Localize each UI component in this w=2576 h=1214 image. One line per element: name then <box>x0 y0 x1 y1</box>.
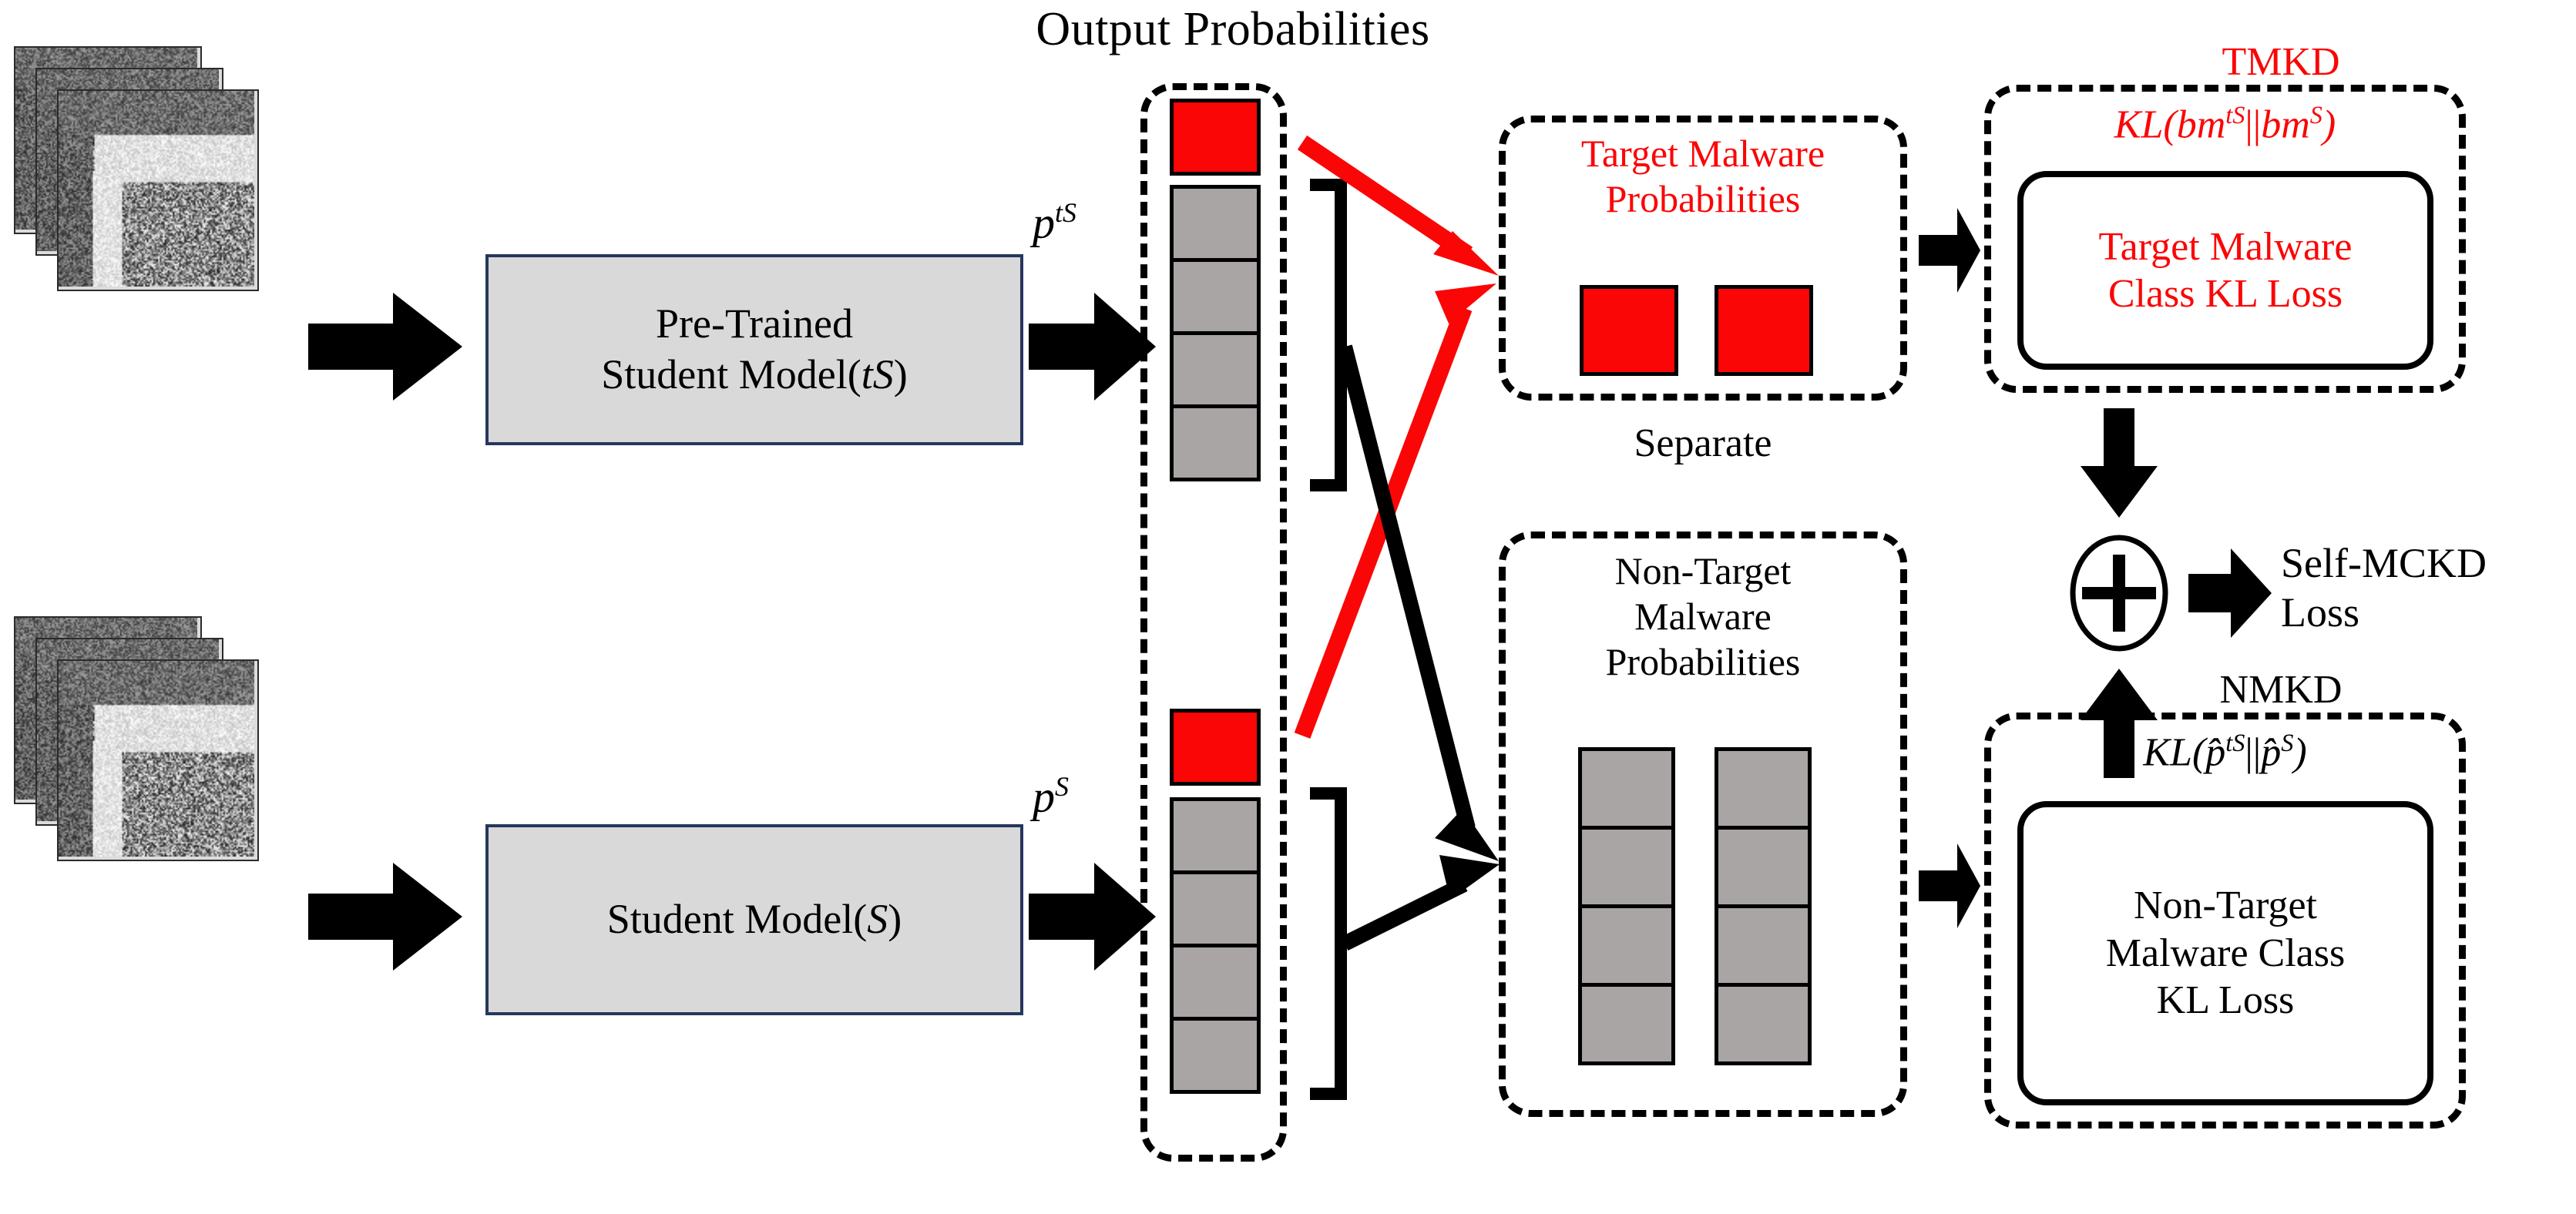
red-arrow-student-target <box>1294 283 1496 739</box>
tmkd-tag: TMKD <box>2222 40 2340 84</box>
nontarget-malware-cell[interactable] <box>1715 983 1812 1065</box>
target-malware-cell[interactable] <box>1580 285 1678 376</box>
nontarget-malware-cell[interactable] <box>1578 983 1675 1065</box>
arrow-tmkd-to-sum <box>2081 408 2158 518</box>
model-label-line1: Student Model(S) <box>606 896 902 943</box>
teacher-nontarget-probability-cell[interactable] <box>1170 185 1261 262</box>
arrow-target-panel-to-tmkd <box>1919 208 1980 293</box>
student-target-probability-cell[interactable] <box>1170 709 1261 786</box>
student-nontarget-probability-cell[interactable] <box>1170 944 1261 1021</box>
nontarget-malware-cell[interactable] <box>1578 904 1675 987</box>
model-label-line2: Student Model(tS) <box>601 351 908 397</box>
nontarget-malware-cell[interactable] <box>1578 747 1675 830</box>
tmkd-formula: KL(bmtS||bmS) <box>2114 101 2336 147</box>
arrow-student-model-to-probs <box>1029 863 1156 971</box>
target-malware-probabilities-panel <box>1499 116 1907 401</box>
nmkd-formula: KL(p̂tS||p̂S) <box>2143 729 2307 775</box>
page-title: Output Probabilities <box>1036 3 1430 55</box>
tmkd-container <box>1984 85 2466 393</box>
nontarget-malware-panel-title: Non-Target Malware Probabilities <box>1605 549 1801 683</box>
student-nontarget-probability-cell[interactable] <box>1170 870 1261 947</box>
nmkd-tag: NMKD <box>2219 668 2343 712</box>
black-arrow-student-nontarget <box>1341 855 1500 951</box>
black-arrow-teacher-nontarget <box>1337 344 1499 861</box>
arrow-images-to-student-model <box>308 863 462 971</box>
probability-label-teacher: ptS <box>1033 197 1076 248</box>
student-nontarget-bracket <box>1310 787 1347 1100</box>
arrow-images-to-teacher-model <box>308 293 462 401</box>
probability-label-student: pS <box>1033 771 1069 822</box>
output-probabilities-container <box>1140 83 1287 1162</box>
nontarget-malware-cell[interactable] <box>1715 747 1812 830</box>
self-mckd-loss-label: Self-MCKD Loss <box>2281 540 2487 636</box>
student-nontarget-probability-cell[interactable] <box>1170 1017 1261 1094</box>
arrow-sum-to-output <box>2188 548 2272 638</box>
malware-image-thumbnail <box>57 659 259 861</box>
teacher-nontarget-probability-cell[interactable] <box>1170 404 1261 481</box>
arrow-teacher-model-to-probs <box>1029 293 1156 401</box>
separate-label: Separate <box>1634 421 1772 465</box>
nontarget-malware-cell[interactable] <box>1715 826 1812 908</box>
model-symbol: tS <box>861 351 894 397</box>
nmkd-container <box>1984 713 2466 1128</box>
teacher-target-probability-cell[interactable] <box>1170 99 1261 176</box>
nontarget-malware-cell[interactable] <box>1715 904 1812 987</box>
malware-image-stack-student <box>14 616 260 863</box>
teacher-nontarget-probability-cell[interactable] <box>1170 331 1261 408</box>
student-nontarget-probability-cell[interactable] <box>1170 797 1261 874</box>
nontarget-malware-probabilities-panel <box>1499 532 1907 1117</box>
red-arrow-teacher-target <box>1297 135 1499 276</box>
sum-operator-node[interactable] <box>2065 532 2173 655</box>
malware-image-stack-teacher <box>14 46 260 293</box>
model-label-line1: Pre-Trained <box>656 300 853 347</box>
nontarget-malware-cell[interactable] <box>1578 826 1675 908</box>
arrow-nontarget-panel-to-nmkd <box>1919 843 1980 928</box>
malware-image-thumbnail <box>57 89 259 291</box>
target-malware-panel-title: Target Malware Probabilities <box>1580 132 1825 220</box>
student-model-box[interactable]: Student Model(S) <box>485 824 1023 1015</box>
tmkd-loss-box[interactable]: Target Malware Class KL Loss <box>2017 171 2433 370</box>
teacher-nontarget-bracket <box>1310 179 1347 491</box>
teacher-nontarget-probability-cell[interactable] <box>1170 258 1261 335</box>
nmkd-loss-box[interactable]: Non-Target Malware Class KL Loss <box>2017 801 2433 1105</box>
pre-trained-student-model-box[interactable]: Pre-Trained Student Model(tS) <box>485 254 1023 445</box>
model-symbol: S <box>867 896 888 943</box>
target-malware-cell[interactable] <box>1715 285 1813 376</box>
